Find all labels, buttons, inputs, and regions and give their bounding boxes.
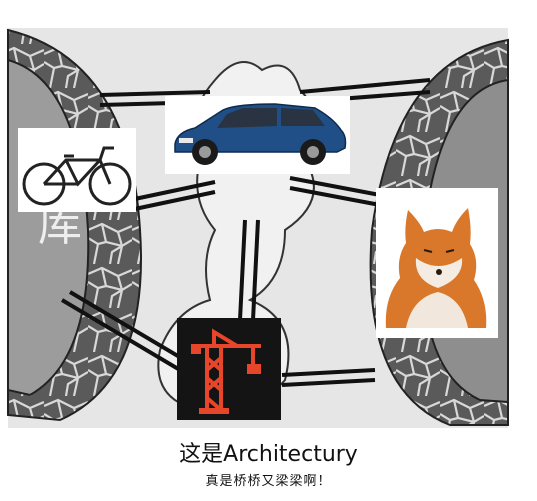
bicycle-icon xyxy=(18,128,136,212)
car-photo xyxy=(165,96,350,174)
crane-logo xyxy=(177,318,281,420)
bicycle-photo xyxy=(18,128,136,212)
caption-title: 这是Architectury xyxy=(179,442,358,467)
suv-car-icon xyxy=(165,96,350,174)
fox-photo xyxy=(376,188,498,338)
fox-icon xyxy=(376,188,498,338)
caption-subtitle: 真是桥桥又梁梁啊！ xyxy=(205,474,332,489)
bridge-lines xyxy=(60,78,431,387)
construction-crane-icon xyxy=(177,318,281,420)
